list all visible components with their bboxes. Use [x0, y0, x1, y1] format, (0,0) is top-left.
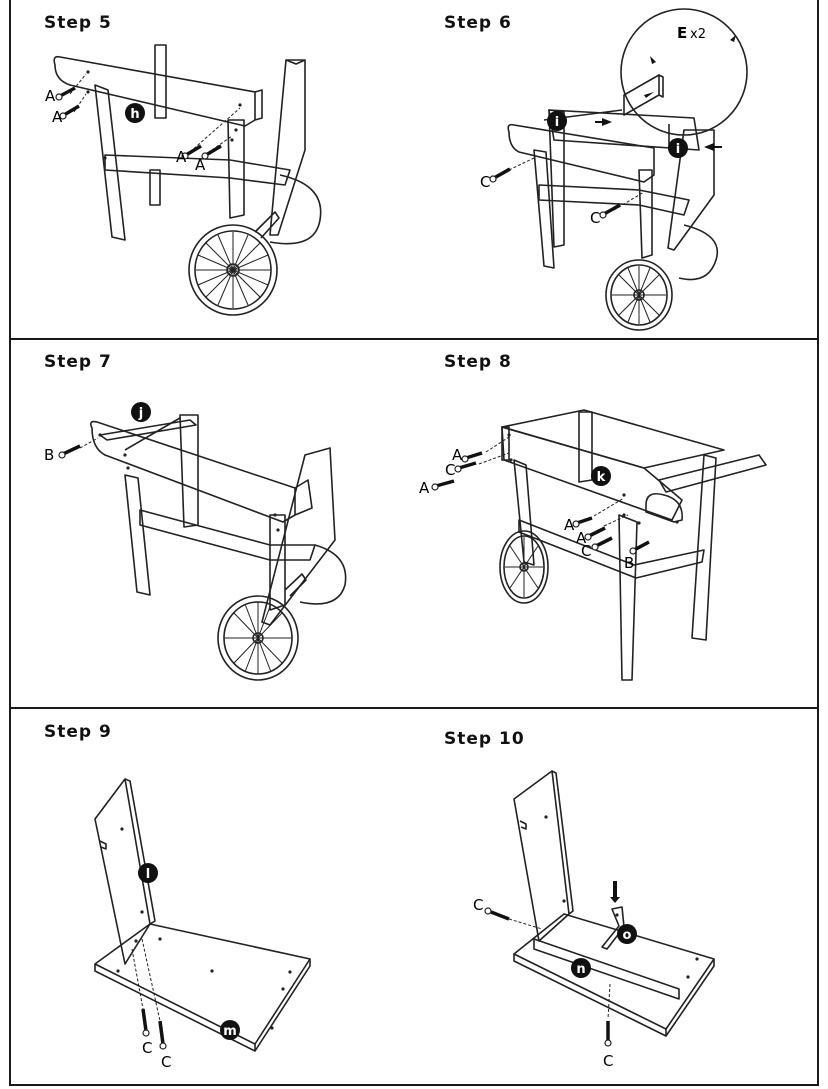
part-label-k: k	[597, 470, 606, 485]
part-label-i: i	[676, 142, 680, 157]
part-label-m: m	[223, 1024, 237, 1039]
screw-label-b: B	[44, 446, 54, 464]
step-9-title: Step 9	[44, 722, 112, 742]
step-7-title: Step 7	[44, 352, 112, 372]
part-marker-l	[138, 863, 158, 883]
instruction-sheet	[9, 0, 819, 1086]
part-marker-i	[668, 138, 688, 158]
screw-label-a: A	[452, 446, 463, 464]
step-10-diagram: C C n o	[473, 770, 715, 1070]
part-label-o: o	[623, 928, 632, 943]
step-6-diagram: C C E x2 i i	[480, 8, 748, 331]
screw-label-c: C	[480, 173, 490, 191]
part-marker-j	[131, 402, 151, 422]
screw-label-c: C	[590, 209, 600, 227]
screw-label-c: C	[603, 1052, 613, 1070]
part-marker-m	[220, 1020, 240, 1040]
callout-label-e: E	[677, 24, 687, 42]
part-label-n: n	[576, 962, 585, 977]
step-6-title: Step 6	[444, 13, 512, 33]
step-10-title: Step 10	[444, 729, 525, 749]
screw-label-c: C	[142, 1039, 152, 1057]
part-marker-i	[547, 111, 567, 131]
screw-label-c: C	[161, 1053, 171, 1071]
screw-label-b: B	[624, 554, 634, 572]
callout-quantity: x2	[690, 27, 706, 42]
screw-label-a: A	[195, 156, 206, 174]
screw-label-a: A	[52, 108, 63, 126]
screw-label-a: A	[45, 87, 56, 105]
step-8-diagram: A C A A A C B k	[419, 409, 767, 681]
handle-bar-k	[658, 454, 767, 493]
part-label-i: i	[555, 115, 559, 130]
screw-label-c: C	[445, 461, 455, 479]
screw-label-a: A	[176, 148, 187, 166]
handle-bar-j	[99, 419, 197, 441]
part-marker-o	[617, 924, 637, 944]
part-label-h: h	[130, 107, 139, 122]
bracket-o	[601, 906, 625, 950]
step-8-title: Step 8	[444, 352, 512, 372]
part-label-j: j	[138, 406, 143, 421]
panel-e-detail	[623, 74, 660, 116]
screw-label-c: C	[473, 896, 483, 914]
step-5-title: Step 5	[44, 13, 112, 33]
part-label-l: l	[146, 867, 150, 882]
divider-row-1	[9, 338, 819, 340]
step-9-diagram: C C l m	[94, 778, 311, 1071]
screw-label-c: C	[581, 542, 591, 560]
base-panel-m	[94, 923, 311, 1045]
screw-label-a: A	[564, 516, 575, 534]
step-7-diagram: B j	[44, 402, 347, 681]
divider-row-2	[9, 707, 819, 709]
part-marker-n	[571, 958, 591, 978]
screw-label-a: A	[576, 529, 587, 547]
step-5-diagram: A A A A h	[45, 44, 322, 316]
part-marker-h	[125, 103, 145, 123]
screw-label-a: A	[419, 479, 430, 497]
part-marker-k	[591, 466, 611, 486]
rail-n	[533, 938, 680, 1000]
